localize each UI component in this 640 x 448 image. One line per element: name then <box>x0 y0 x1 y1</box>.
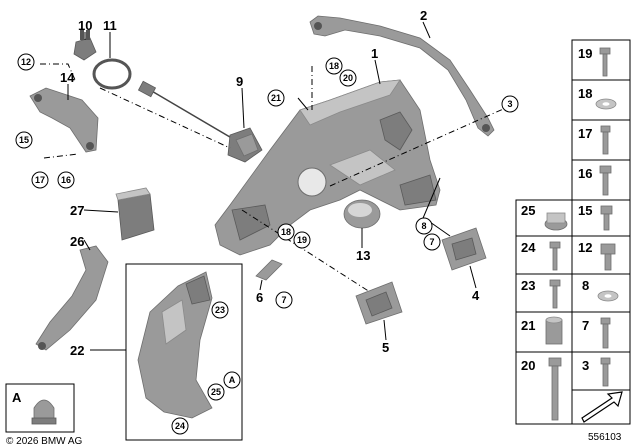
arrow-symbol-icon <box>581 391 623 423</box>
part-11-gasket <box>92 58 132 90</box>
label-27: 27 <box>70 203 84 218</box>
label-24: 24 <box>175 421 185 431</box>
label-11: 11 <box>103 18 117 33</box>
label-25: 25 <box>211 387 221 397</box>
label-7-bottom: 7 <box>281 295 286 305</box>
part-9-sensor <box>137 80 263 163</box>
table-label-8: 8 <box>582 278 589 293</box>
label-1: 1 <box>371 46 378 61</box>
table-label-23: 23 <box>521 278 535 293</box>
label-22: 22 <box>70 343 84 358</box>
washer-18-icon <box>595 98 617 110</box>
label-18-top: 18 <box>329 61 339 71</box>
part-6-clip <box>255 259 283 281</box>
table-label-21: 21 <box>521 318 535 333</box>
table-label-25: 25 <box>521 203 535 218</box>
screw-12-icon <box>600 243 616 271</box>
screw-16-icon <box>599 165 612 196</box>
inset-a-box <box>5 383 75 433</box>
part-26-arm <box>35 245 109 351</box>
label-2: 2 <box>420 8 427 23</box>
diagram-id: 556103 <box>588 432 622 443</box>
table-label-12: 12 <box>578 240 592 255</box>
label-23: 23 <box>215 305 225 315</box>
screw-24-icon <box>549 241 561 271</box>
screw-15-icon <box>600 205 613 231</box>
fastener-table: 19 18 17 16 25 15 24 12 23 8 21 7 20 3 <box>515 39 631 425</box>
label-12: 12 <box>21 57 31 67</box>
label-15: 15 <box>19 135 29 145</box>
table-label-15: 15 <box>578 203 592 218</box>
nut-25-icon <box>544 212 568 231</box>
label-19: 19 <box>297 235 307 245</box>
part-2-strut <box>309 15 495 137</box>
label-9: 9 <box>236 74 243 89</box>
label-4: 4 <box>472 288 480 303</box>
part-22-cover-box <box>125 263 243 441</box>
table-label-20: 20 <box>521 358 535 373</box>
label-21: 21 <box>271 93 281 103</box>
label-5: 5 <box>382 340 389 355</box>
part-1-main-bracket <box>214 79 441 256</box>
inset-a-label: A <box>12 390 22 405</box>
screw-19-icon <box>599 47 611 77</box>
table-label-3: 3 <box>582 358 589 373</box>
label-20: 20 <box>343 73 353 83</box>
bolt-20-icon <box>548 357 562 421</box>
label-a-callout: A <box>229 375 236 385</box>
copyright-text: © 2026 BMW AG <box>6 436 83 447</box>
label-10: 10 <box>78 18 92 33</box>
part-14-bracket <box>29 87 99 153</box>
sleeve-21-icon <box>545 316 563 345</box>
label-6: 6 <box>256 290 263 305</box>
callouts: 2 1 9 10 11 14 27 26 13 6 4 5 22 12 15 1… <box>12 8 519 435</box>
label-7-right: 7 <box>429 237 434 247</box>
table-label-19: 19 <box>578 46 592 61</box>
label-18-bottom: 18 <box>281 227 291 237</box>
part-10-connector <box>73 30 97 61</box>
label-3: 3 <box>507 99 512 109</box>
label-8: 8 <box>421 221 426 231</box>
table-label-17: 17 <box>578 126 592 141</box>
table-label-16: 16 <box>578 166 592 181</box>
label-13: 13 <box>356 248 370 263</box>
part-5-grommet <box>355 281 403 325</box>
table-label-7: 7 <box>582 318 589 333</box>
screw-3-icon <box>600 357 611 387</box>
label-16: 16 <box>61 175 71 185</box>
part-13-cap <box>343 199 381 229</box>
screw-17-icon <box>600 125 611 155</box>
label-14: 14 <box>60 70 75 85</box>
table-label-18: 18 <box>578 86 592 101</box>
table-label-24: 24 <box>521 240 536 255</box>
screw-23-icon <box>549 279 561 309</box>
screw-7-icon <box>600 317 611 349</box>
label-26: 26 <box>70 234 84 249</box>
label-17: 17 <box>35 175 45 185</box>
washer-8-icon <box>597 290 619 302</box>
part-4-grommet <box>441 227 487 271</box>
part-27-block <box>115 187 155 241</box>
